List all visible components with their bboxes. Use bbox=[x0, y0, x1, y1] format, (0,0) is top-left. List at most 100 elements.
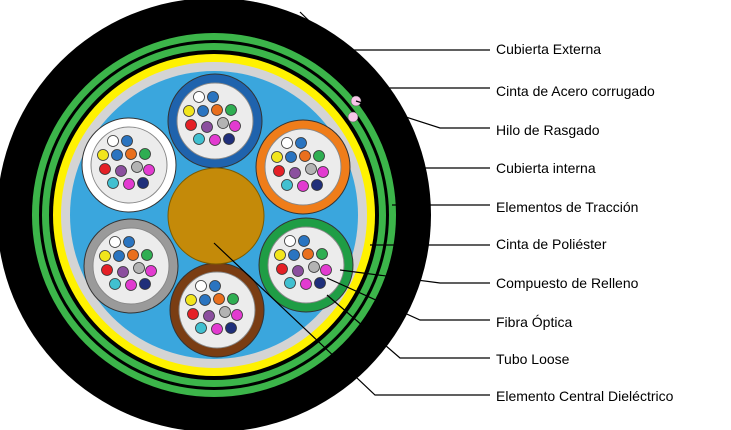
optical-fiber bbox=[195, 322, 207, 334]
optical-fiber bbox=[111, 149, 123, 161]
optical-fiber bbox=[284, 235, 296, 247]
optical-fiber bbox=[197, 105, 209, 117]
optical-fiber bbox=[217, 117, 229, 129]
optical-fiber bbox=[125, 148, 137, 160]
optical-fiber bbox=[288, 249, 300, 261]
label-ripcord: Hilo de Rasgado bbox=[496, 122, 600, 138]
optical-fiber bbox=[211, 104, 223, 116]
optical-fiber bbox=[101, 264, 113, 276]
optical-fiber bbox=[225, 322, 237, 334]
loose-tube-brown bbox=[169, 262, 265, 358]
optical-fiber bbox=[295, 137, 307, 149]
optical-fiber bbox=[219, 306, 231, 318]
optical-fiber bbox=[187, 308, 199, 320]
optical-fiber bbox=[308, 261, 320, 273]
leader-line-2 bbox=[359, 87, 490, 96]
loose-tube-green bbox=[258, 217, 354, 313]
optical-fiber bbox=[227, 293, 239, 305]
optical-fiber bbox=[141, 249, 153, 261]
optical-fiber bbox=[109, 236, 121, 248]
optical-fiber bbox=[109, 278, 121, 290]
loose-tube-gray bbox=[83, 218, 179, 314]
optical-fiber bbox=[298, 235, 310, 247]
optical-fiber bbox=[317, 166, 329, 178]
optical-fiber bbox=[229, 120, 241, 132]
optical-fiber bbox=[117, 266, 129, 278]
optical-fiber bbox=[292, 265, 304, 277]
label-optical-fiber: Fibra Óptica bbox=[496, 314, 573, 330]
optical-fiber bbox=[276, 263, 288, 275]
optical-fiber bbox=[193, 133, 205, 145]
optical-fiber bbox=[139, 278, 151, 290]
optical-fiber bbox=[207, 91, 219, 103]
optical-fiber bbox=[139, 148, 151, 160]
optical-fiber bbox=[195, 280, 207, 292]
optical-fiber bbox=[209, 280, 221, 292]
leader-line-3 bbox=[355, 100, 490, 129]
optical-fiber bbox=[289, 167, 301, 179]
optical-fiber bbox=[133, 262, 145, 274]
optical-fiber bbox=[199, 294, 211, 306]
ripcord-2 bbox=[347, 111, 359, 123]
optical-fiber bbox=[201, 121, 213, 133]
optical-fiber bbox=[285, 151, 297, 163]
optical-fiber bbox=[271, 151, 283, 163]
optical-fiber bbox=[225, 104, 237, 116]
optical-fiber bbox=[193, 91, 205, 103]
optical-fiber bbox=[185, 119, 197, 131]
optical-fiber bbox=[311, 179, 323, 191]
optical-fiber bbox=[131, 161, 143, 173]
optical-fiber bbox=[213, 293, 225, 305]
optical-fiber bbox=[143, 164, 155, 176]
optical-fiber bbox=[127, 249, 139, 261]
loose-tube-blue bbox=[167, 73, 263, 169]
optical-fiber bbox=[99, 163, 111, 175]
optical-fiber bbox=[297, 180, 309, 192]
optical-fiber bbox=[314, 277, 326, 289]
label-polyester-tape: Cinta de Poliéster bbox=[496, 236, 607, 252]
optical-fiber bbox=[209, 134, 221, 146]
optical-fiber bbox=[113, 250, 125, 262]
optical-fiber bbox=[137, 177, 149, 189]
optical-fiber bbox=[211, 323, 223, 335]
optical-fiber bbox=[313, 150, 325, 162]
optical-fiber bbox=[223, 133, 235, 145]
optical-fiber bbox=[99, 250, 111, 262]
optical-fiber bbox=[320, 264, 332, 276]
optical-fiber bbox=[123, 178, 135, 190]
optical-fiber bbox=[300, 278, 312, 290]
label-central-dielectric-member: Elemento Central Dieléctrico bbox=[496, 388, 674, 404]
leader-line-8 bbox=[326, 277, 490, 321]
optical-fiber bbox=[121, 135, 133, 147]
optical-fiber bbox=[316, 248, 328, 260]
leader-line-4 bbox=[387, 144, 490, 169]
optical-fiber bbox=[123, 236, 135, 248]
optical-fiber bbox=[183, 105, 195, 117]
loose-tube-white bbox=[81, 117, 177, 213]
optical-fiber bbox=[97, 149, 109, 161]
optical-fiber bbox=[115, 165, 127, 177]
label-inner-jacket: Cubierta interna bbox=[496, 160, 596, 176]
label-filling-compound: Compuesto de Relleno bbox=[496, 275, 639, 291]
optical-fiber bbox=[107, 135, 119, 147]
leader-line-9 bbox=[326, 294, 490, 359]
loose-tube-orange bbox=[255, 119, 351, 215]
optical-fiber bbox=[107, 177, 119, 189]
optical-fiber bbox=[281, 179, 293, 191]
leader-line-1 bbox=[299, 11, 490, 51]
optical-fiber bbox=[284, 277, 296, 289]
label-strength-members: Elementos de Tracción bbox=[496, 199, 639, 215]
label-loose-tube: Tubo Loose bbox=[496, 351, 570, 367]
optical-fiber bbox=[299, 150, 311, 162]
optical-fiber bbox=[203, 310, 215, 322]
central-dielectric-member bbox=[167, 167, 265, 265]
leader-line-7 bbox=[339, 269, 490, 284]
optical-fiber bbox=[185, 294, 197, 306]
optical-fiber bbox=[273, 165, 285, 177]
optical-fiber bbox=[274, 249, 286, 261]
optical-fiber bbox=[125, 279, 137, 291]
optical-fiber bbox=[281, 137, 293, 149]
label-corrugated-steel-tape: Cinta de Acero corrugado bbox=[496, 83, 655, 99]
optical-fiber bbox=[305, 163, 317, 175]
